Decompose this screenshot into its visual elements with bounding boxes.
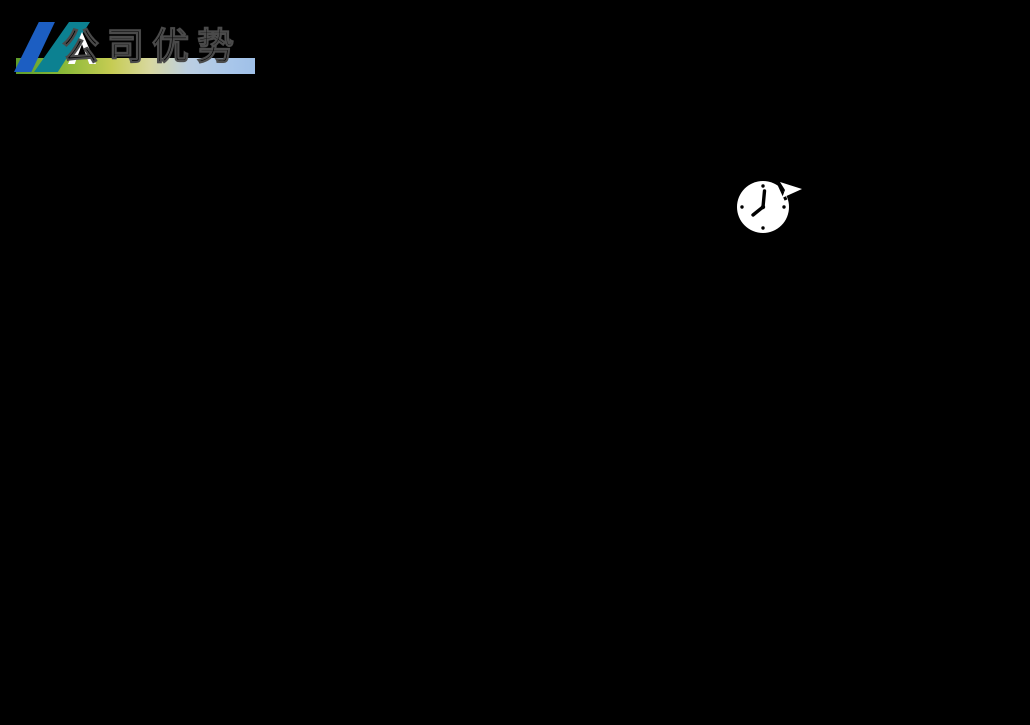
slide-title: 公司优势 <box>62 26 242 67</box>
title-underline-bar <box>16 58 255 74</box>
logo-icon <box>14 20 106 74</box>
clock-arrow-icon <box>737 177 802 233</box>
